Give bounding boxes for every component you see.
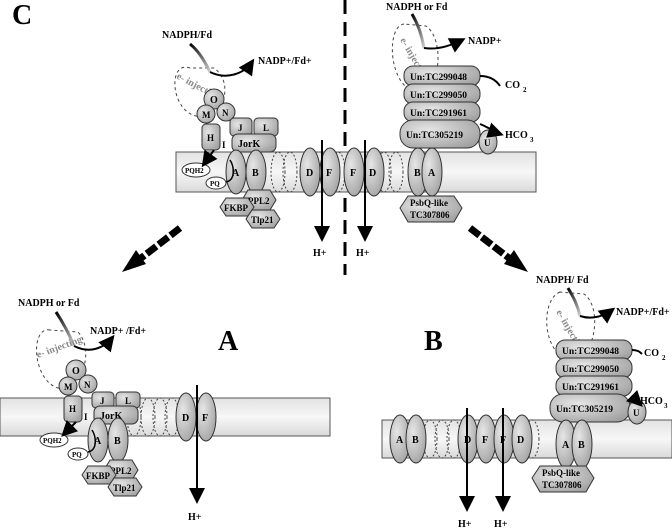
membrane-subunits-c: D F F D H+ H+ — [299, 140, 385, 259]
sub-u-c: U — [484, 138, 491, 148]
proton-b1: H+ — [458, 519, 472, 530]
sub-l-a: L — [125, 396, 131, 406]
donor-label-a: NADPH or Fd — [18, 298, 80, 309]
sub-n-c: N — [222, 108, 229, 118]
sub-ppl2-c: PPL2 — [248, 196, 270, 206]
product-label-c-left: NADP+/Fd+ — [258, 56, 312, 67]
sub-f-a: F — [202, 413, 208, 424]
un3-b: Un:TC291961 — [562, 383, 619, 393]
pqh2-c: PQH2 — [185, 167, 204, 175]
panel-label-c: C — [12, 0, 32, 31]
sub-a-a: A — [94, 436, 102, 447]
ndh-complex-c-left: NADPH/Fd NADP+/Fd+ e- injecting O M N H … — [162, 30, 312, 229]
pqh2-a: PQH2 — [43, 437, 62, 445]
un1-b: Un:TC299048 — [562, 347, 619, 357]
product-label-b: NADP+/Fd+ — [616, 307, 670, 318]
sub-b-b2: B — [578, 440, 585, 451]
product-label-a: NADP+ /Fd+ — [90, 326, 146, 337]
sub-b-b1: B — [412, 435, 419, 446]
hco3-c: HCO — [505, 130, 528, 141]
sub-h-a: H — [69, 404, 76, 414]
sub-f-c1: F — [326, 168, 332, 179]
sub-d-a: D — [182, 413, 189, 424]
panel-label-a: A — [218, 326, 239, 357]
sub-tlp21-c: Tlp21 — [251, 215, 274, 225]
sub-jork-a: JorK — [100, 411, 122, 422]
donor-label-b: NADPH/ Fd — [536, 275, 589, 286]
sub-j-c: J — [238, 123, 243, 133]
ndh-complex-a: NADPH or Fd NADP+ /Fd+ e- injecting O M … — [18, 298, 217, 523]
hco3-sub-b: 3 — [664, 402, 668, 410]
psbq2-c: TC307806 — [410, 210, 450, 220]
hco3-b: HCO — [640, 396, 663, 407]
sub-a-b2: A — [562, 440, 570, 451]
sub-o-c: O — [210, 95, 218, 106]
co2-c: CO — [505, 80, 520, 91]
sub-f-b1: F — [482, 435, 488, 446]
donor-label-c-left: NADPH/Fd — [162, 30, 212, 41]
sub-m-a: M — [64, 382, 73, 392]
sub-b-c-right: B — [414, 168, 421, 179]
sub-fkbp-c: FKBP — [224, 203, 249, 213]
sub-m-c: M — [202, 110, 211, 120]
sub-f-c2: F — [350, 168, 356, 179]
proton-b2: H+ — [494, 519, 508, 530]
un2-c: Un:TC299050 — [410, 91, 467, 101]
sub-u-b: U — [633, 408, 640, 418]
un2-b: Un:TC299050 — [562, 365, 619, 375]
sub-fkbp-a: FKBP — [86, 471, 111, 481]
donor-label-c-right: NADPH or Fd — [386, 2, 448, 13]
sub-b-a: B — [114, 436, 121, 447]
psbq1-c: PsbQ-like — [410, 198, 448, 208]
co2-b: CO — [644, 348, 659, 359]
hco3-sub-c: 3 — [530, 136, 534, 144]
sub-o-a: O — [72, 366, 80, 377]
sub-n-a: N — [84, 380, 91, 390]
proton-a: H+ — [188, 512, 202, 523]
sub-i-c: I — [222, 140, 226, 150]
product-label-c-right: NADP+ — [468, 36, 502, 47]
sub-d-b2: D — [517, 435, 524, 446]
sub-i-a: I — [84, 412, 88, 422]
un4-b: Un:TC305219 — [556, 405, 613, 415]
co2-sub-c: 2 — [523, 86, 527, 94]
pq-a: PQ — [72, 451, 82, 459]
sub-tlp21-a: Tlp21 — [113, 483, 136, 493]
proton-c1: H+ — [313, 248, 327, 259]
sub-ppl2-a: PPL2 — [110, 466, 132, 476]
proton-c2: H+ — [356, 248, 370, 259]
un1-c: Un:TC299048 — [410, 73, 467, 83]
pq-c: PQ — [210, 180, 220, 188]
sub-a-c: A — [232, 168, 240, 179]
sub-j-a: J — [100, 396, 105, 406]
sub-jork-c: JorK — [238, 139, 260, 150]
sub-d-c2: D — [369, 168, 376, 179]
sub-d-c1: D — [306, 168, 313, 179]
sub-a-c-right: A — [428, 168, 436, 179]
sub-l-c: L — [263, 123, 269, 133]
un3-c: Un:TC291961 — [410, 109, 467, 119]
sub-b-c: B — [252, 168, 259, 179]
psbq1-b: PsbQ-like — [542, 468, 580, 478]
un4-c: Un:TC305219 — [406, 131, 463, 141]
sub-a-b1: A — [396, 435, 404, 446]
ndh-complex-b: A B D F F D H+ H+ NADPH/ Fd NADP+/Fd+ e-… — [389, 275, 670, 530]
co2-sub-b: 2 — [662, 354, 666, 362]
sub-h-c: H — [207, 133, 214, 143]
transition-arrows — [122, 225, 528, 272]
psbq2-b: TC307806 — [542, 480, 582, 490]
panel-label-b: B — [424, 326, 443, 357]
